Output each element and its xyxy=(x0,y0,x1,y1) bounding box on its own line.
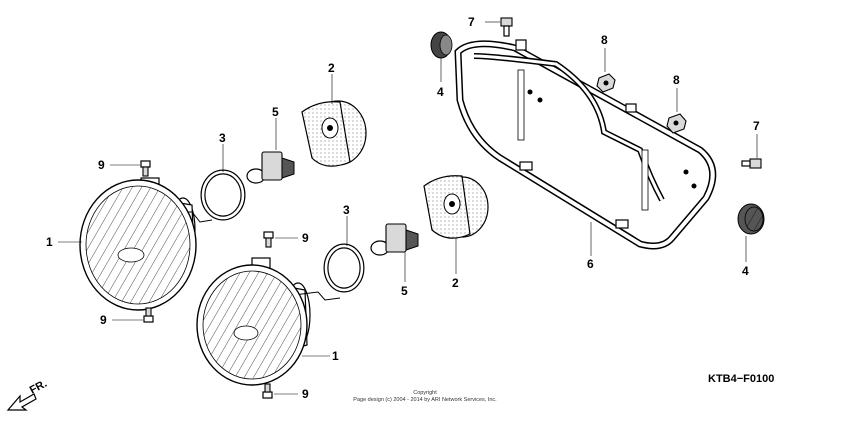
headlight-right xyxy=(196,257,341,386)
callout-9d: 9 xyxy=(302,387,309,401)
nut-8b xyxy=(666,113,687,134)
callout-3b: 3 xyxy=(343,203,350,217)
bulb-upper xyxy=(246,151,295,184)
callout-7a: 7 xyxy=(468,15,475,29)
bolt-9b xyxy=(143,307,154,323)
front-direction-arrow: FR. xyxy=(6,378,49,411)
dust-cover-upper xyxy=(301,100,367,167)
dust-cover-lower xyxy=(423,175,489,239)
callout-7b: 7 xyxy=(753,119,760,133)
bolt-9a xyxy=(140,160,151,177)
copyright-title: Copyright xyxy=(413,390,437,396)
bolt-7b xyxy=(741,158,762,169)
nut-8a xyxy=(596,73,616,93)
callout-9a: 9 xyxy=(98,158,105,172)
bolt-7a xyxy=(500,17,513,37)
callout-5b: 5 xyxy=(401,284,408,298)
callout-2a: 2 xyxy=(328,61,335,75)
callout-9c: 9 xyxy=(302,231,309,245)
callout-1b: 1 xyxy=(332,349,339,363)
callout-9b: 9 xyxy=(100,313,107,327)
callout-2b: 2 xyxy=(452,276,459,290)
bulb-lower xyxy=(370,223,419,256)
reflector-grommet-upper xyxy=(430,31,453,59)
bolt-9d xyxy=(262,383,273,399)
headlight-left xyxy=(79,177,213,311)
callout-5a: 5 xyxy=(272,105,279,119)
headlight-bracket-frame xyxy=(454,39,717,250)
seal-ring-upper xyxy=(200,169,246,221)
callout-8b: 8 xyxy=(673,73,680,87)
bolt-9c xyxy=(263,231,274,248)
leader-lines xyxy=(58,21,758,395)
copyright-text: Page design (c) 2004 - 2014 by ARI Netwo… xyxy=(353,397,497,403)
diagram-code: KTB4−F0100 xyxy=(708,373,774,385)
callout-3a: 3 xyxy=(219,131,226,145)
callout-1a: 1 xyxy=(46,235,53,249)
callout-6: 6 xyxy=(587,257,594,271)
callout-8a: 8 xyxy=(601,33,608,47)
callout-4b: 4 xyxy=(742,264,749,278)
front-mark: FR. xyxy=(28,378,49,397)
callout-4a: 4 xyxy=(437,85,444,99)
reflector-lower xyxy=(737,203,765,235)
seal-ring-lower xyxy=(323,243,365,293)
